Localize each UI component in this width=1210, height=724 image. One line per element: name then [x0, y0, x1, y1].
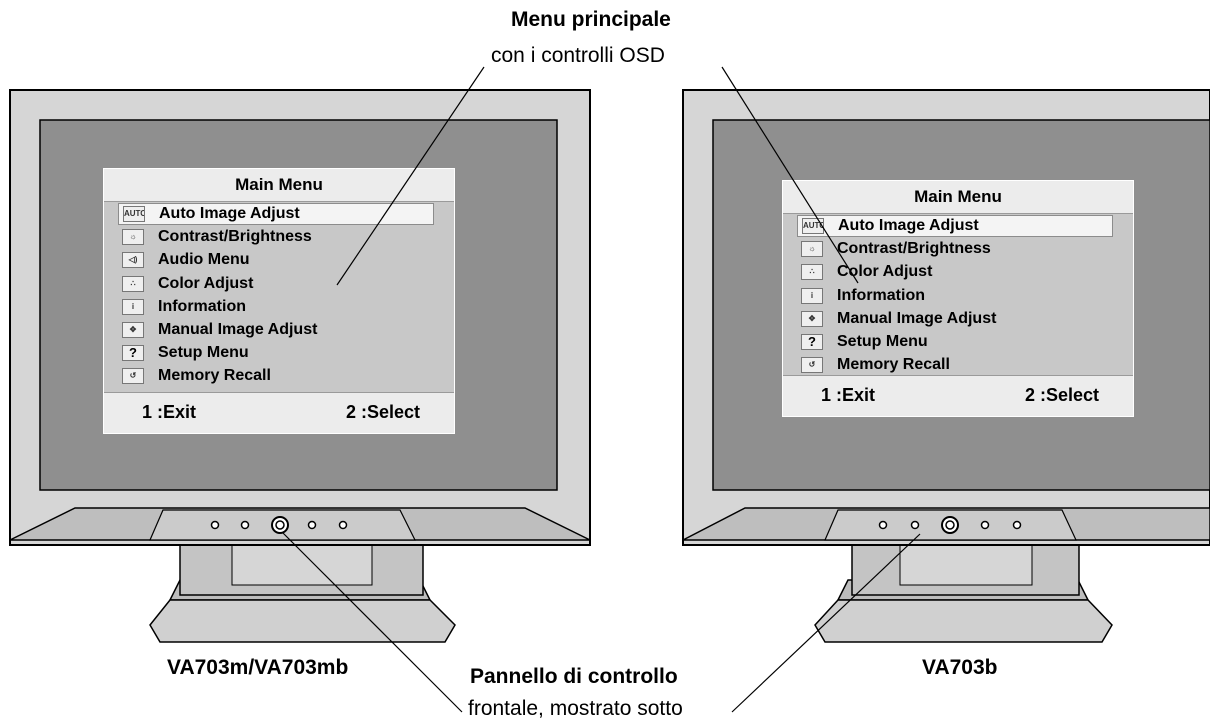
- menu-item[interactable]: AUTO SET Auto Image Adjust: [797, 215, 1113, 237]
- callout-menu-subtitle: con i controlli OSD: [491, 44, 665, 67]
- left-power-button: [271, 516, 289, 534]
- menu-item-label: Color Adjust: [158, 274, 254, 292]
- menu-item-label: Memory Recall: [158, 367, 271, 385]
- menu-item[interactable]: ∴ Color Adjust: [797, 261, 1113, 283]
- left-button-1: [210, 520, 220, 530]
- menu-item-label: Information: [158, 297, 246, 315]
- menu-item-label: Manual Image Adjust: [158, 321, 318, 338]
- exit-hint: 1 :Exit: [142, 402, 197, 422]
- left-button-3: [307, 520, 317, 530]
- auto-set-icon: AUTO SET: [123, 206, 145, 222]
- contrast-brightness-icon: ☼: [122, 229, 144, 246]
- menu-item[interactable]: ∴ Color Adjust: [118, 273, 434, 295]
- auto-set-icon: AUTO SET: [802, 218, 824, 234]
- menu-item[interactable]: ↺ Memory Recall: [797, 354, 1113, 376]
- menu-item-label: Auto Image Adjust: [159, 205, 300, 222]
- osd-main-menu-right: Main Menu AUTO SET Auto Image Adjust ☼ Cont…: [782, 180, 1134, 417]
- model-label-right: VA703b: [922, 656, 998, 679]
- question-icon: ?: [801, 334, 823, 350]
- select-hint: 2 :Select: [345, 402, 420, 422]
- recall-icon: ↺: [801, 357, 823, 374]
- contrast-brightness-icon: ☼: [801, 241, 823, 258]
- left-button-4: [338, 520, 348, 530]
- menu-item[interactable]: i Information: [118, 296, 434, 318]
- menu-item-label: Manual Image Adjust: [837, 309, 997, 327]
- callout-panel-title: Pannello di controllo: [470, 665, 678, 688]
- right-button-3: [980, 520, 990, 530]
- menu-item[interactable]: ? Setup Menu: [118, 342, 434, 364]
- speaker-icon: ◁): [122, 252, 144, 269]
- color-icon: ∴: [122, 275, 144, 292]
- exit-hint: 1 :Exit: [821, 385, 876, 405]
- menu-item[interactable]: i Information: [797, 285, 1113, 307]
- menu-item-label: Contrast/Brightness: [158, 228, 312, 246]
- menu-item[interactable]: AUTO SET Auto Image Adjust: [118, 203, 434, 225]
- recall-icon: ↺: [122, 368, 144, 385]
- question-icon: ?: [122, 345, 144, 362]
- left-button-2: [240, 520, 250, 530]
- osd-footer: 1 :Exit 2 :Select: [104, 392, 454, 433]
- menu-item-label: Audio Menu: [158, 251, 250, 269]
- color-icon: ∴: [801, 264, 823, 281]
- menu-item-label: Setup Menu: [837, 333, 928, 350]
- move-arrows-icon: ✥: [801, 310, 823, 327]
- osd-title: Main Menu: [104, 169, 454, 202]
- menu-item-label: Auto Image Adjust: [838, 217, 979, 234]
- osd-main-menu-left: Main Menu AUTO SET Auto Image Adjust ☼ Cont…: [103, 168, 455, 434]
- callout-menu-title: Menu principale: [511, 8, 671, 31]
- menu-item[interactable]: ☼ Contrast/Brightness: [118, 226, 434, 248]
- menu-item[interactable]: ✥ Manual Image Adjust: [118, 319, 434, 341]
- menu-item-label: Setup Menu: [158, 344, 249, 362]
- osd-footer: 1 :Exit 2 :Select: [783, 375, 1133, 416]
- info-icon: i: [122, 298, 144, 315]
- menu-item[interactable]: ↺ Memory Recall: [118, 365, 434, 387]
- menu-item-label: Color Adjust: [837, 263, 933, 281]
- move-arrows-icon: ✥: [122, 322, 144, 338]
- right-button-4: [1012, 520, 1022, 530]
- menu-item-label: Memory Recall: [837, 356, 950, 374]
- menu-item-label: Contrast/Brightness: [837, 240, 991, 258]
- menu-item[interactable]: ✥ Manual Image Adjust: [797, 308, 1113, 330]
- menu-item[interactable]: ◁) Audio Menu: [118, 249, 434, 271]
- right-power-button: [941, 516, 959, 534]
- model-label-left: VA703m/VA703mb: [167, 656, 349, 679]
- callout-panel-subtitle: frontale, mostrato sotto: [468, 697, 683, 720]
- info-icon: i: [801, 287, 823, 304]
- select-hint: 2 :Select: [1024, 385, 1099, 405]
- right-button-2: [910, 520, 920, 530]
- menu-item[interactable]: ? Setup Menu: [797, 331, 1113, 353]
- osd-title: Main Menu: [783, 181, 1133, 214]
- right-button-1: [878, 520, 888, 530]
- menu-item-label: Information: [837, 286, 925, 304]
- menu-item[interactable]: ☼ Contrast/Brightness: [797, 238, 1113, 260]
